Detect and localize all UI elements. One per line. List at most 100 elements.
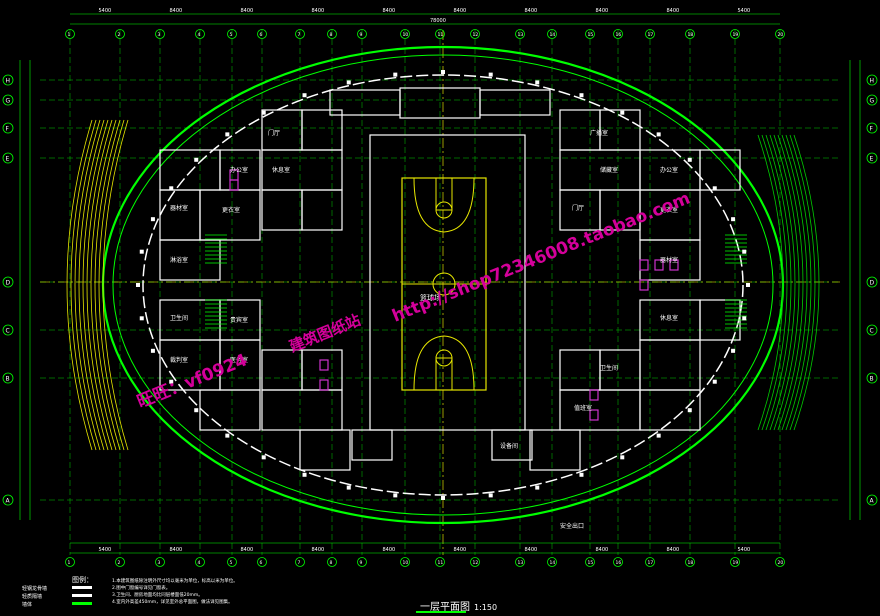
col-axis-label: 16 [616,560,622,566]
stand-arc-right [785,134,812,431]
col-axis-label: 14 [550,32,556,38]
ft-circle-top [435,201,453,219]
col-bubble-top [730,29,740,39]
col-bubble-bottom [435,557,445,567]
room-label: 淋浴室 [170,256,188,264]
room-wall [351,429,393,461]
col-bubble-top [585,29,595,39]
top-dim-text: 8400 [525,8,538,14]
col-axis-label: 7 [298,32,301,38]
stand-arc-right [789,134,816,431]
column [488,72,493,77]
column [139,316,144,321]
room-wall [199,389,261,431]
col-bubble-bottom [327,557,337,567]
room-wall [301,189,343,231]
col-axis-label: 20 [778,560,784,566]
room-label: 休息室 [660,314,678,322]
row-bubble-left [2,152,14,164]
col-bubble-bottom [730,557,740,567]
column [742,316,747,321]
room-wall [529,429,581,471]
row-axis-label: F [870,126,874,133]
col-bubble-top [547,29,557,39]
col-bubble-top [155,29,165,39]
three-point-top [413,177,475,233]
room-label: 更衣室 [660,206,678,214]
column [393,493,398,498]
col-axis-label: 18 [688,32,694,38]
room-label: 贵宾室 [230,316,248,324]
column [261,455,266,460]
ft-circle-bottom [435,349,453,367]
row-bubble-right [866,122,878,134]
col-bubble-top [327,29,337,39]
legend-label: 墙体 [22,601,32,608]
col-bubble-bottom [775,557,785,567]
exit-label: 安全出口 [560,522,584,530]
col-axis-label: 9 [360,32,363,38]
room-wall [479,89,551,116]
top-dim-text: 8400 [241,8,254,14]
room-wall [699,149,741,191]
col-axis-label: 15 [588,560,594,566]
column [656,132,661,137]
room-labels: 门厅办公室休息室器材室更衣室淋浴室卫生间贵宾室裁判室医务室广播室储藏室门厅办公室… [170,129,678,530]
watermark-mid: 建筑图纸站 [287,311,363,356]
col-bubble-top [357,29,367,39]
row-bubble-left [2,372,14,384]
col-axis-label: 11 [438,32,444,38]
col-bubble-top [195,29,205,39]
column [579,93,584,98]
col-axis-label: 16 [616,32,622,38]
toilet-fixture [319,359,329,371]
legend-title: 图例： [72,575,93,584]
column [731,217,736,222]
col-bubble-bottom [155,557,165,567]
room-wall [159,149,221,191]
room-wall [639,339,701,391]
stand-arc-right [777,134,804,431]
column [687,408,692,413]
general-notes: 1.本建筑图纸除注明外尺寸均以毫米为单位，标高以米为单位。2.图中门窗编号详见门… [112,577,238,605]
stand-arc-left [66,119,93,451]
bottom-dim-text: 8400 [596,547,609,553]
room-label: 值班室 [574,404,592,412]
watermark-left: 旺旺：vf0924 [134,350,250,412]
arena-floor [369,134,526,431]
legend-swatch [72,594,92,597]
col-bubble-bottom [115,557,125,567]
row-bubble-left [2,122,14,134]
col-axis-label: 1 [68,32,71,38]
col-bubble-bottom [295,557,305,567]
legend-label: 轻质隔墙 [22,593,42,600]
room-wall [261,189,303,231]
stand-arc-right [757,134,784,431]
toilet-fixture [654,259,664,271]
bottom-dim-text: 5400 [738,547,751,553]
corridor-ring [142,74,744,496]
col-bubble-bottom [470,557,480,567]
column [150,348,155,353]
column [712,379,717,384]
col-axis-label: 12 [473,560,479,566]
row-axis-label: A [870,498,875,505]
stand-arc-right [793,134,820,431]
column [346,80,351,85]
toilet-fixture [229,179,239,191]
top-dim-text: 8400 [312,8,325,14]
col-bubble-top [435,29,445,39]
note-line: 2.图中门窗编号详见门窗表。 [112,584,170,591]
column [656,433,661,438]
toilet-fixture [319,379,329,391]
col-axis-label: 3 [158,560,161,566]
row-axis-label: E [6,156,10,163]
court-label: 篮球场 [420,293,441,302]
note-line: 1.本建筑图纸除注明外尺寸均以毫米为单位，标高以米为单位。 [112,577,238,584]
top-dim-text: 8400 [596,8,609,14]
toilet-fixture [589,409,599,421]
col-bubble-top [257,29,267,39]
center-circle [432,272,456,296]
col-axis-label: 3 [158,32,161,38]
room-label: 办公室 [230,166,248,174]
